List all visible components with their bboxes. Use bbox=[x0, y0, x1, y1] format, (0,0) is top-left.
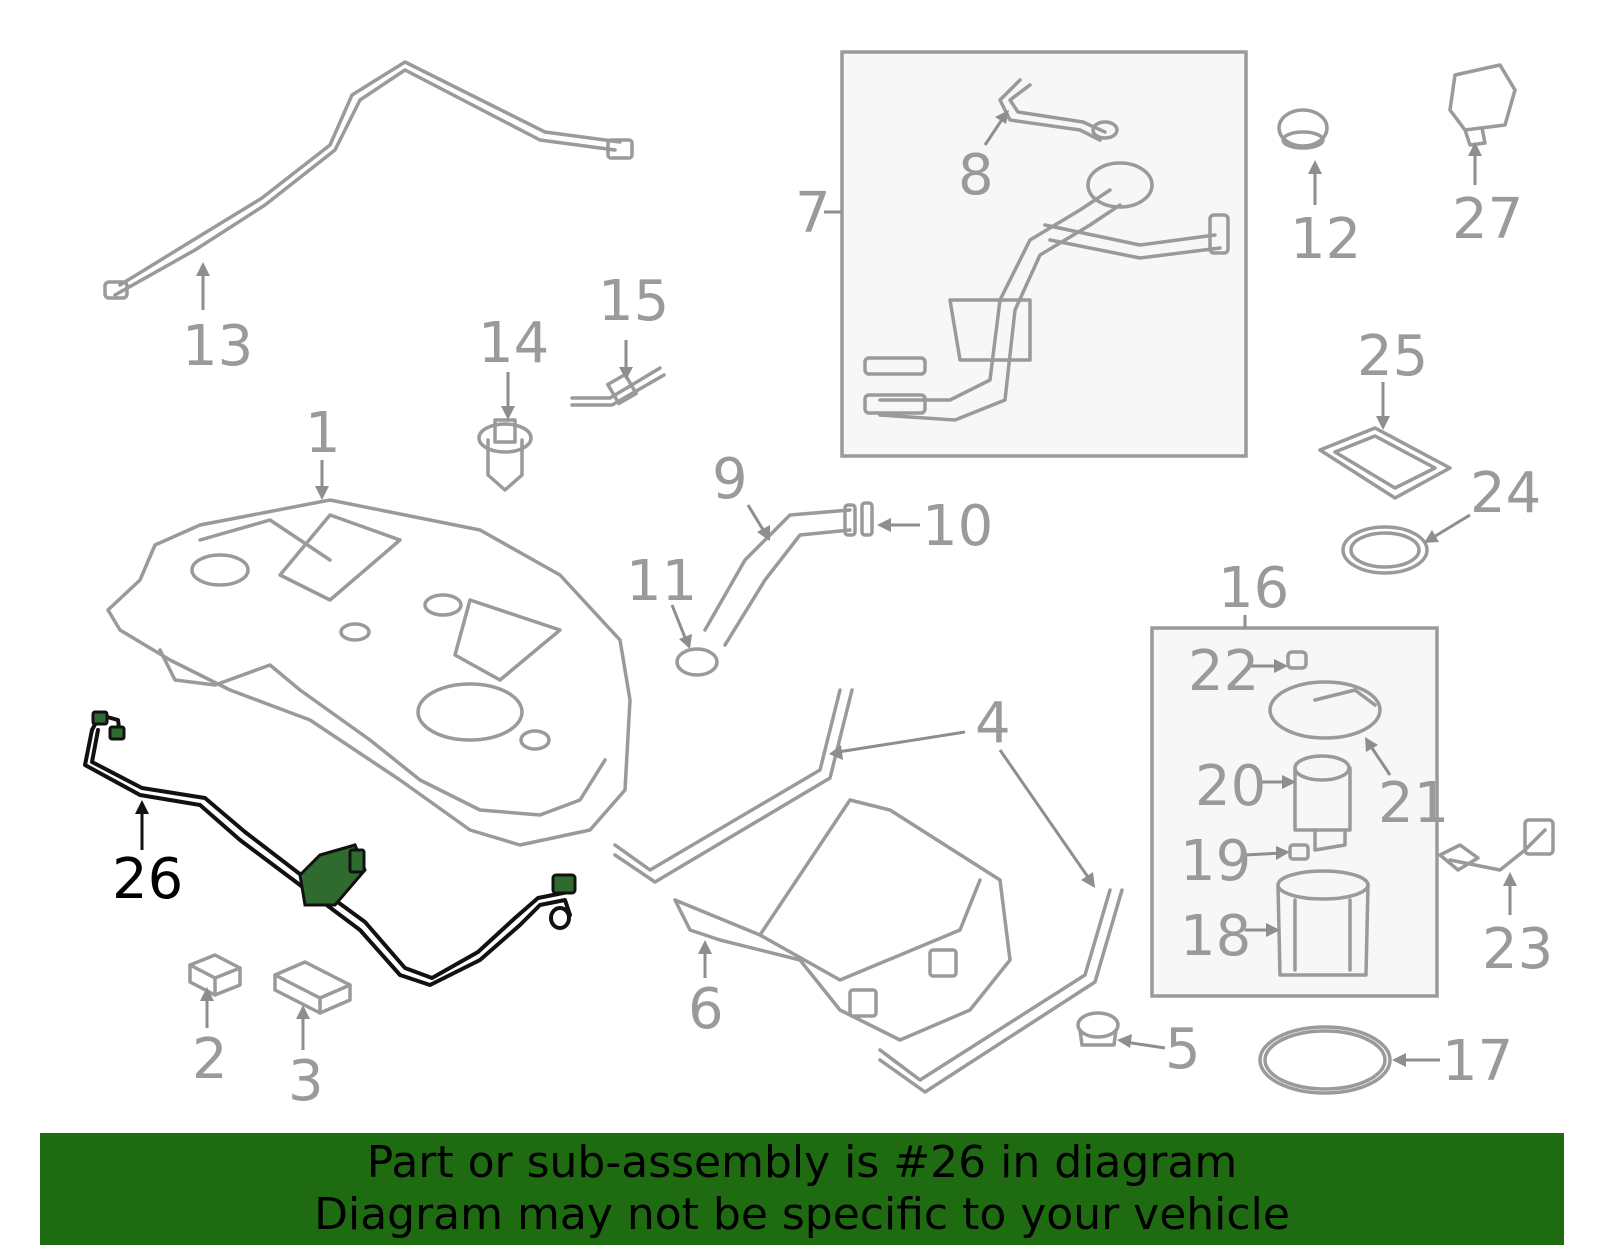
part-25-cover bbox=[1318, 426, 1452, 500]
callout-25: 25 bbox=[1357, 324, 1428, 389]
part-2-pad bbox=[188, 953, 242, 997]
callout-9: 9 bbox=[712, 447, 748, 512]
callout-11: 11 bbox=[626, 549, 697, 614]
callout-21: 21 bbox=[1378, 771, 1449, 836]
part-20-pump bbox=[1293, 754, 1352, 852]
part-23-sender bbox=[1438, 818, 1555, 872]
part-26-wire-harness bbox=[83, 710, 577, 987]
part-22-fitting bbox=[1286, 650, 1308, 670]
part-8-hose bbox=[998, 78, 1119, 142]
callout-10: 10 bbox=[922, 494, 993, 559]
callout-7: 7 bbox=[795, 181, 831, 246]
callout-23: 23 bbox=[1482, 917, 1553, 982]
part-6-heat-shield bbox=[673, 798, 1012, 1042]
callout-16: 16 bbox=[1218, 556, 1289, 621]
part-9-filler-hose bbox=[703, 503, 857, 647]
callout-24: 24 bbox=[1470, 461, 1541, 526]
callout-3: 3 bbox=[288, 1049, 324, 1114]
callout-19: 19 bbox=[1180, 829, 1251, 894]
callout-18: 18 bbox=[1180, 904, 1251, 969]
callout-12: 12 bbox=[1290, 207, 1361, 272]
part-3-pad bbox=[273, 960, 352, 1015]
callout-8: 8 bbox=[958, 143, 994, 208]
part-21-flange bbox=[1268, 680, 1382, 740]
part-11-clamp bbox=[675, 647, 719, 677]
callout-4: 4 bbox=[975, 691, 1011, 756]
callout-22: 22 bbox=[1188, 639, 1259, 704]
part-10-clamp bbox=[860, 501, 874, 537]
part-7-filler-neck bbox=[863, 161, 1230, 422]
part-17-seal bbox=[1258, 1025, 1392, 1095]
part-24-gasket bbox=[1341, 525, 1429, 575]
callout-13: 13 bbox=[182, 314, 253, 379]
banner-line-2: Diagram may not be specific to your vehi… bbox=[314, 1189, 1290, 1240]
part-15-hose bbox=[570, 366, 666, 407]
part-12-cap bbox=[1277, 108, 1329, 150]
part-5-nut bbox=[1076, 1011, 1120, 1047]
callout-26: 26 bbox=[112, 847, 183, 912]
part-1-fuel-tank bbox=[106, 498, 632, 847]
callout-14: 14 bbox=[478, 311, 549, 376]
callout-15: 15 bbox=[598, 269, 669, 334]
part-27-module bbox=[1448, 63, 1517, 147]
callout-2: 2 bbox=[192, 1027, 228, 1092]
part-13-vent-tube bbox=[103, 60, 634, 300]
callout-1: 1 bbox=[305, 401, 341, 466]
part-4-strap bbox=[613, 688, 1124, 1094]
callout-27: 27 bbox=[1452, 187, 1523, 252]
callout-17: 17 bbox=[1442, 1029, 1513, 1094]
info-banner: Part or sub-assembly is #26 in diagram D… bbox=[40, 1133, 1564, 1245]
callout-20: 20 bbox=[1195, 754, 1266, 819]
part-14-valve bbox=[477, 418, 533, 492]
callout-6: 6 bbox=[688, 977, 724, 1042]
parts-diagram: 13 14 15 1 bbox=[83, 50, 1555, 1114]
callout-5: 5 bbox=[1165, 1017, 1201, 1082]
banner-line-1: Part or sub-assembly is #26 in diagram bbox=[366, 1137, 1238, 1188]
